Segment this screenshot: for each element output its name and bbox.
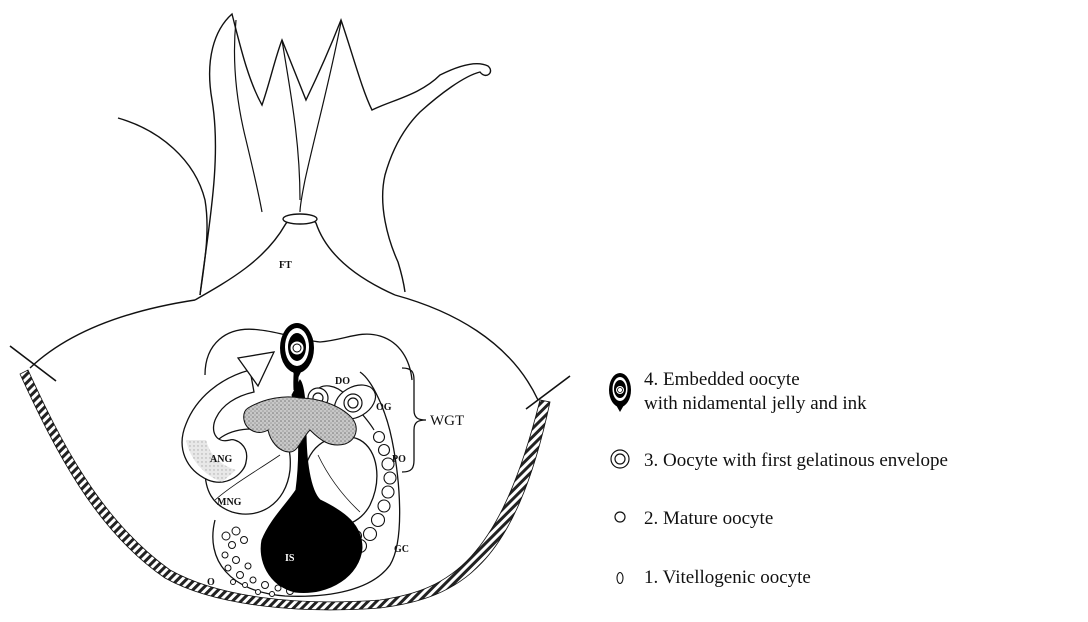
vitellogenic-oocyte-icon	[617, 573, 623, 584]
label-do: DO	[335, 376, 350, 387]
label-wgt: WGT	[430, 413, 464, 429]
og-oocyte-inner	[348, 398, 358, 408]
legend: 4. Embedded oocyte with nidamental jelly…	[609, 369, 948, 588]
embedded-oocyte-icon	[609, 373, 631, 412]
label-mng: MNG	[217, 497, 242, 508]
mantle-cut-left	[10, 346, 56, 381]
mature-oocyte-icon	[615, 512, 625, 522]
embedded-oocyte-egg	[280, 323, 314, 380]
funnel-tube	[195, 217, 395, 300]
legend-item-4-line2: with nidamental jelly and ink	[644, 393, 867, 414]
label-og: OG	[376, 402, 392, 413]
arms-outline	[200, 14, 491, 295]
legend-item-3: 3. Oocyte with first gelatinous envelope	[644, 450, 948, 471]
left-arm-outline	[118, 118, 207, 295]
label-ft: FT	[279, 260, 292, 271]
label-po: PO	[392, 454, 406, 465]
legend-item-2: 2. Mature oocyte	[644, 508, 773, 529]
gelatinous-oocyte-icon	[611, 450, 629, 468]
label-ang: ANG	[210, 454, 232, 465]
arm-inner-right	[300, 22, 341, 212]
arm-inner-left	[234, 20, 262, 212]
legend-item-1: 1. Vitellogenic oocyte	[644, 567, 811, 588]
legend-item-4-line1: 4. Embedded oocyte	[644, 369, 800, 390]
label-is: IS	[285, 553, 295, 564]
label-gc: GC	[394, 544, 409, 555]
label-o: O	[207, 577, 215, 588]
funnel-opening	[283, 214, 317, 224]
